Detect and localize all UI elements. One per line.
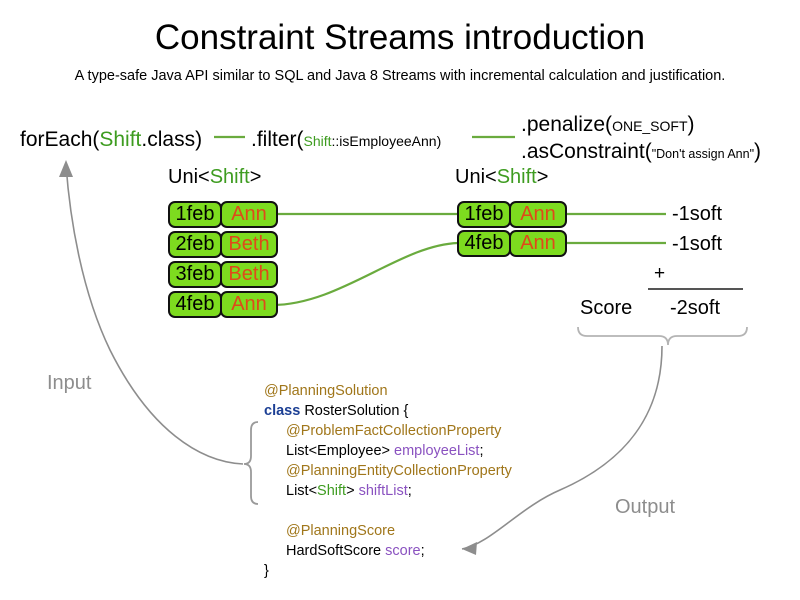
filtered-fact-row[interactable]: 4feb Ann xyxy=(457,230,567,257)
as-constraint-call: .asConstraint( xyxy=(521,140,652,163)
fact-date: 4feb xyxy=(457,230,511,257)
input-flow-label: Input xyxy=(47,372,92,394)
fact-employee: Ann xyxy=(220,291,278,318)
fact-row[interactable]: 2feb Beth xyxy=(168,231,278,258)
fact-employee: Ann xyxy=(220,201,278,228)
code-fields-brace xyxy=(243,421,259,505)
foreach-expression: forEach(Shift.class) xyxy=(20,128,202,152)
code-block: @PlanningSolution class RosterSolution {… xyxy=(264,381,512,581)
code-semicolon: ; xyxy=(407,483,412,499)
filter-call: .filter( xyxy=(251,128,304,151)
input-arrow-head xyxy=(59,160,73,177)
fact-employee: Beth xyxy=(220,231,278,258)
fact-row[interactable]: 1feb Ann xyxy=(168,201,278,228)
score-operator: + xyxy=(654,263,666,284)
score-brace xyxy=(577,326,748,346)
penalize-arg: ONE_SOFT xyxy=(612,118,688,134)
fact-row[interactable]: 4feb Ann xyxy=(168,291,278,318)
fact-employee: Beth xyxy=(220,261,278,288)
fact-date: 1feb xyxy=(168,201,222,228)
fact-row[interactable]: 3feb Beth xyxy=(168,261,278,288)
fact-date: 1feb xyxy=(457,201,511,228)
foreach-tail: .class) xyxy=(141,128,203,151)
code-field-shift-list: shiftList xyxy=(358,483,408,499)
uni-prefix: Uni< xyxy=(168,166,210,188)
fact-date: 2feb xyxy=(168,231,222,258)
score-label: Score xyxy=(580,297,633,319)
code-type-shift-list-open: List< xyxy=(286,483,318,499)
code-semicolon: ; xyxy=(479,443,484,459)
code-keyword-class: class xyxy=(264,403,301,419)
uni-suffix: > xyxy=(249,166,262,188)
uni-type: Shift xyxy=(496,166,537,188)
uni-prefix: Uni< xyxy=(455,166,497,188)
stream-type-label-right: Uni<Shift> xyxy=(455,166,548,189)
filter-method-ref: ::isEmployeeAnn) xyxy=(331,133,442,149)
code-type-hardsoftscore: HardSoftScore xyxy=(286,543,386,559)
penalize-call: .penalize( xyxy=(521,113,613,136)
code-class-name: RosterSolution { xyxy=(300,403,409,419)
output-flow-label: Output xyxy=(615,496,676,518)
page-title: Constraint Streams introduction xyxy=(154,18,646,57)
fact-employee: Ann xyxy=(509,201,567,228)
code-closing-brace: } xyxy=(264,563,269,579)
code-type-shift: Shift xyxy=(317,483,347,499)
soft-score-value: -1soft xyxy=(672,203,723,225)
soft-score-value: -1soft xyxy=(672,233,723,255)
as-constraint-tail: ) xyxy=(754,140,762,163)
penalize-tail: ) xyxy=(687,113,695,136)
penalize-expression: .penalize(ONE_SOFT) xyxy=(521,113,695,137)
as-constraint-expression: .asConstraint("Don't assign Ann") xyxy=(521,140,761,164)
code-type-employee-list: List<Employee> xyxy=(286,443,395,459)
code-field-employee-list: employeeList xyxy=(394,443,480,459)
fact-employee: Ann xyxy=(509,230,567,257)
code-type-shift-list-close: > xyxy=(346,483,359,499)
stream-type-label-left: Uni<Shift> xyxy=(168,166,261,189)
page-subtitle: A type-safe Java API similar to SQL and … xyxy=(74,68,726,84)
score-sum-rule xyxy=(648,288,743,290)
code-annotation-problem-fact: @ProblemFactCollectionProperty xyxy=(286,423,502,439)
foreach-call: forEach( xyxy=(20,128,100,151)
fact-date: 4feb xyxy=(168,291,222,318)
filter-type: Shift xyxy=(303,133,332,149)
uni-type: Shift xyxy=(209,166,250,188)
filtered-fact-row[interactable]: 1feb Ann xyxy=(457,201,567,228)
fact-date: 3feb xyxy=(168,261,222,288)
code-semicolon: ; xyxy=(420,543,425,559)
code-annotation-planning-score: @PlanningScore xyxy=(286,523,396,539)
code-annotation-planning-entity: @PlanningEntityCollectionProperty xyxy=(286,463,512,479)
match-line-4feb xyxy=(271,241,459,307)
code-field-score: score xyxy=(385,543,421,559)
score-total: -2soft xyxy=(670,297,721,319)
as-constraint-arg: "Don't assign Ann" xyxy=(651,147,755,161)
uni-suffix: > xyxy=(536,166,549,188)
code-annotation-planning-solution: @PlanningSolution xyxy=(264,383,388,399)
filter-expression: .filter(Shift::isEmployeeAnn) xyxy=(251,128,441,152)
foreach-type: Shift xyxy=(99,128,142,151)
